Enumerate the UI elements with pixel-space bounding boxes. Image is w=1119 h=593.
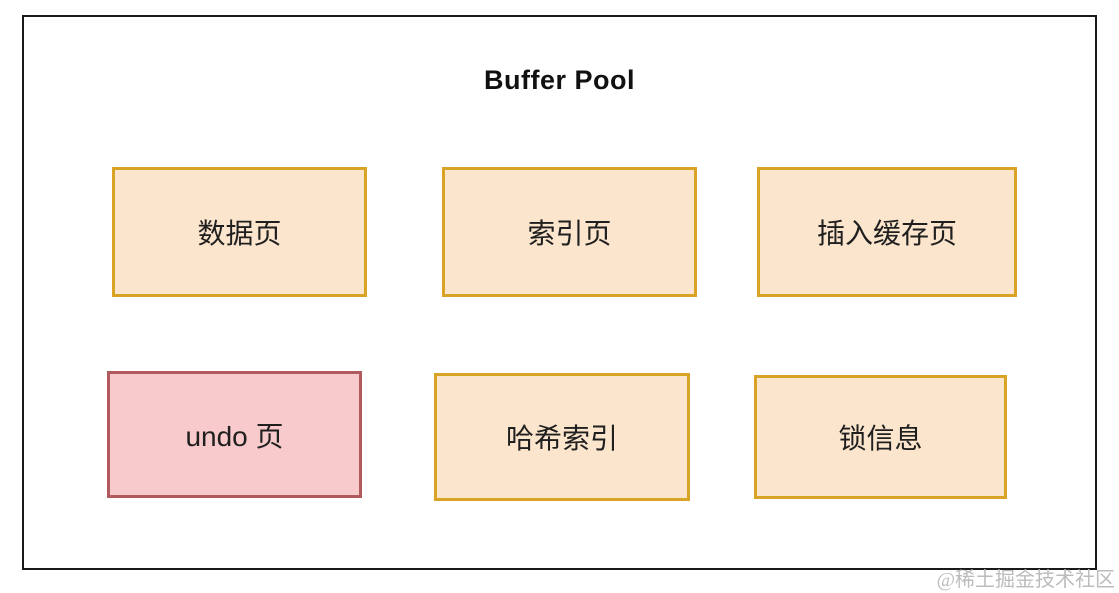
node-hash-index-label: 哈希索引 — [505, 423, 618, 454]
node-undo-page: undo 页 — [107, 371, 362, 498]
node-hash-index: 哈希索引 — [434, 373, 690, 501]
node-insert-buffer-page-label: 插入缓存页 — [816, 218, 957, 249]
node-lock-info-label: 锁信息 — [838, 423, 923, 454]
node-data-page-label: 数据页 — [197, 218, 282, 249]
watermark: @稀土掘金技术社区 — [936, 569, 1115, 591]
node-lock-info: 锁信息 — [754, 375, 1007, 499]
node-index-page-label: 索引页 — [527, 218, 612, 249]
diagram-title: Buffer Pool — [484, 65, 635, 95]
node-index-page: 索引页 — [442, 167, 697, 297]
node-data-page: 数据页 — [112, 167, 367, 297]
node-undo-page-label: undo 页 — [185, 420, 284, 452]
node-insert-buffer-page: 插入缓存页 — [757, 167, 1017, 297]
buffer-pool-container: Buffer Pool 数据页 索引页 插入缓存页 undo 页 哈希索引 锁信… — [22, 15, 1097, 570]
